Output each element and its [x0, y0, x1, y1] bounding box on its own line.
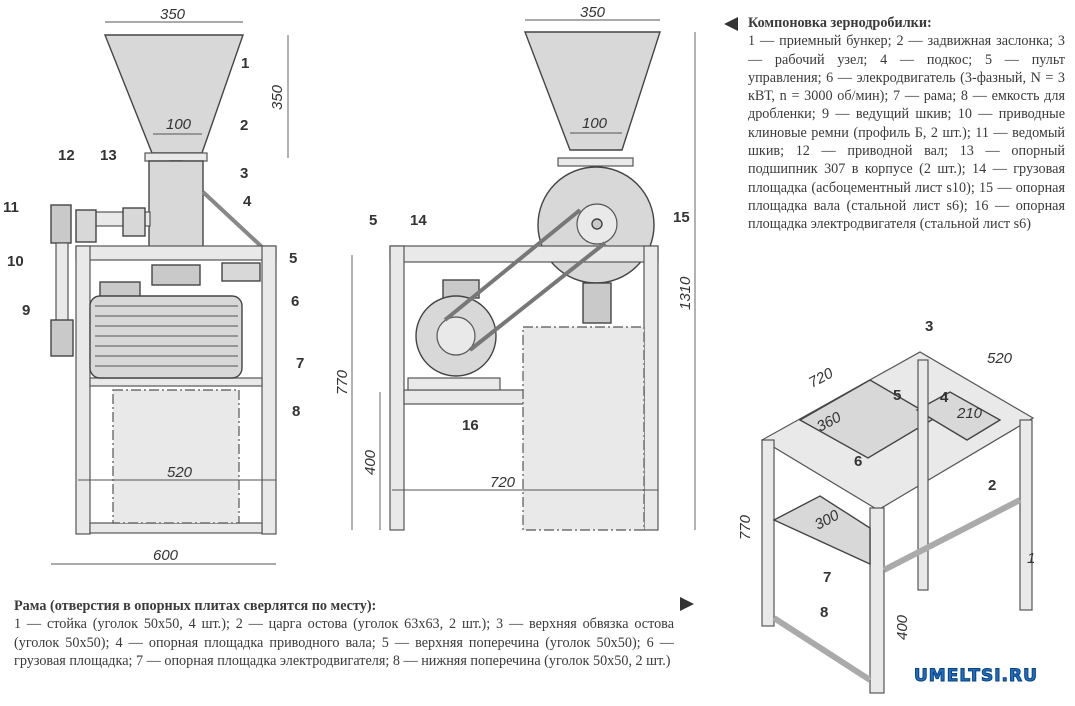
legend-layout: Компоновка зернодробилки: 1 — приемный б…	[748, 14, 1065, 234]
working-unit	[148, 160, 204, 252]
outlet	[582, 282, 612, 324]
label-3: 3	[925, 318, 933, 335]
label-13: 13	[100, 147, 117, 164]
dim-frame-length: 720	[490, 474, 516, 491]
frame-bottom	[89, 522, 263, 534]
motor	[89, 295, 243, 379]
bearing	[122, 207, 146, 237]
watermark: UMELTSI.RU	[914, 666, 1038, 687]
motor-base	[407, 377, 501, 391]
motor-terminal	[99, 281, 141, 298]
brace	[201, 190, 264, 249]
gate-flange	[557, 157, 634, 167]
dim-total-height: 1310	[677, 276, 694, 310]
frame-isometric: 720 520 360 210 300 770 400 1 2 3 4 5 6 …	[737, 318, 1035, 694]
label-12: 12	[58, 147, 75, 164]
label-1: 1	[1027, 550, 1035, 567]
front-view: 350 350 100 520 600 1 2 3 4 5 6 7 8 9 10…	[3, 6, 304, 565]
leg-back-right	[1019, 419, 1033, 611]
drive-pulley	[436, 316, 476, 356]
frame-right-leg	[261, 245, 277, 535]
belt	[468, 241, 607, 352]
dim-hopper-outlet: 100	[582, 115, 608, 132]
legend-layout-title: Компоновка зернодробилки:	[748, 15, 932, 31]
label-5: 5	[369, 212, 377, 229]
dim-frame-height: 770	[334, 369, 351, 395]
label-7: 7	[823, 569, 831, 586]
frame-left-leg	[389, 245, 405, 531]
drive-pulley	[50, 319, 74, 357]
label-11: 11	[3, 199, 19, 216]
label-10: 10	[7, 253, 24, 270]
label-8: 8	[292, 403, 300, 420]
dim-height: 770	[737, 514, 754, 540]
grain-container	[522, 326, 645, 531]
label-2: 2	[240, 117, 248, 134]
label-4: 4	[243, 193, 252, 210]
shaft-platform	[915, 391, 1002, 441]
shaft-hub	[591, 218, 603, 230]
hopper	[523, 31, 661, 151]
label-2: 2	[988, 477, 996, 494]
working-unit-bottom	[151, 264, 201, 286]
legend-layout-text: 1 — приемный бункер; 2 — задвижная засло…	[748, 33, 1065, 233]
side-rail	[882, 497, 1022, 573]
label-6: 6	[854, 453, 862, 470]
dim-hopper-outlet: 100	[166, 116, 192, 133]
frame-left-leg	[75, 245, 91, 535]
gate-flange	[144, 152, 208, 162]
label-16: 16	[462, 417, 479, 434]
belt	[443, 208, 582, 322]
legend-frame: Рама (отверстия в опорных плитах сверлят…	[14, 597, 674, 670]
frame-right-leg	[643, 245, 659, 531]
motor-platform	[772, 495, 871, 566]
frame-top	[75, 245, 277, 261]
label-8: 8	[820, 604, 828, 621]
control-panel	[221, 262, 261, 282]
bearing-left	[75, 209, 97, 243]
dim-hopper-top: 350	[580, 4, 606, 21]
dim-shelf-height: 400	[362, 449, 379, 475]
dim-overall-width: 600	[153, 547, 179, 564]
label-14: 14	[410, 212, 427, 229]
label-3: 3	[240, 165, 248, 182]
label-1: 1	[241, 55, 249, 72]
leg-front-right	[869, 507, 885, 694]
motor-fins	[95, 305, 238, 367]
side-view: 350 100 1310 770 400 720 5 14 15 16	[334, 4, 696, 531]
leg-front-left	[761, 439, 775, 627]
label-5: 5	[289, 250, 297, 267]
grain-container	[112, 389, 240, 524]
label-7: 7	[296, 355, 304, 372]
dim-hopper-height: 350	[269, 84, 286, 110]
dim-length: 720	[806, 364, 837, 391]
hopper	[103, 34, 244, 154]
dim-width: 520	[987, 350, 1013, 367]
leg-back	[917, 359, 929, 591]
frame-shelf	[89, 377, 263, 387]
label-9: 9	[22, 302, 30, 319]
arrow-left-icon	[724, 17, 738, 31]
legend-frame-title: Рама (отверстия в опорных плитах сверлят…	[14, 598, 377, 614]
bottom-crossbar	[772, 615, 872, 683]
label-4: 4	[940, 389, 949, 406]
arrow-right-icon	[680, 597, 694, 611]
dim-inner-width: 520	[167, 464, 193, 481]
legend-frame-text: 1 — стойка (уголок 50х50, 4 шт.); 2 — ца…	[14, 616, 674, 669]
label-15: 15	[673, 209, 690, 226]
dim-shelf-height: 400	[894, 614, 911, 640]
dim-hopper-top: 350	[160, 6, 186, 23]
driven-pulley	[50, 204, 72, 244]
dim-platform-4: 210	[956, 405, 983, 422]
label-6: 6	[291, 293, 299, 310]
label-5: 5	[893, 387, 901, 404]
